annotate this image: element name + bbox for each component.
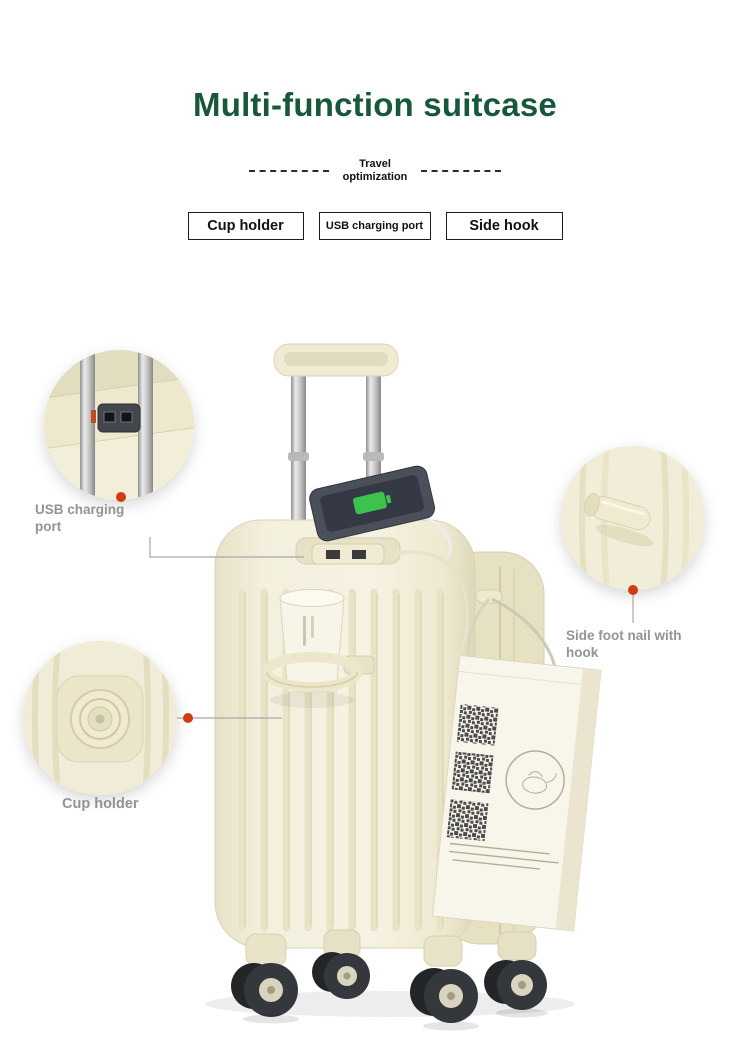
feature-box-row: Cup holder USB charging port Side hook bbox=[0, 212, 750, 240]
usb-charging-port-label: USB charging port bbox=[35, 502, 125, 534]
page-title: Multi-function suitcase bbox=[193, 86, 557, 123]
phone bbox=[309, 465, 436, 542]
spinner-wheels bbox=[231, 929, 548, 1031]
dash-divider-right bbox=[421, 170, 502, 172]
dash-divider-left bbox=[248, 170, 329, 172]
callout-marker-dots bbox=[116, 492, 638, 723]
subtitle-line-1: Travel bbox=[359, 158, 391, 170]
subtitle-line-2: optimization bbox=[342, 171, 408, 183]
cup-holder-label: Cup holder bbox=[62, 796, 139, 812]
usb-port-module bbox=[311, 543, 385, 565]
cup-holder-zoom-icon bbox=[23, 641, 177, 795]
phone-cable bbox=[427, 518, 452, 557]
phone-charging-battery-icon bbox=[353, 491, 392, 515]
feature-box-side-hook: Side hook bbox=[445, 212, 563, 240]
side-hook-zoom-icon bbox=[561, 446, 705, 590]
bag-logo-stamp-icon bbox=[505, 750, 565, 810]
charging-cable bbox=[383, 550, 469, 665]
bag-fine-print-lines bbox=[449, 842, 559, 870]
qr-code-icon bbox=[451, 751, 494, 794]
callout-connector-lines bbox=[149, 537, 634, 719]
usb-marker-dot bbox=[116, 492, 126, 502]
feature-box-cup-holder: Cup holder bbox=[187, 212, 304, 240]
qr-code-icon bbox=[456, 703, 499, 746]
hook-marker-dot bbox=[628, 585, 638, 595]
side-hook-label: Side foot nail with hook bbox=[566, 628, 682, 660]
qr-code-icon bbox=[446, 799, 489, 842]
cup-marker-dot bbox=[183, 713, 193, 723]
feature-box-usb-charging: USB charging port bbox=[318, 212, 431, 240]
usb-charging-port-zoom-icon bbox=[44, 350, 194, 500]
ground-shadow bbox=[205, 991, 575, 1017]
paper-bag bbox=[431, 654, 602, 932]
suitcase-ridges bbox=[238, 588, 444, 932]
cup-holder-with-cup bbox=[262, 589, 375, 708]
